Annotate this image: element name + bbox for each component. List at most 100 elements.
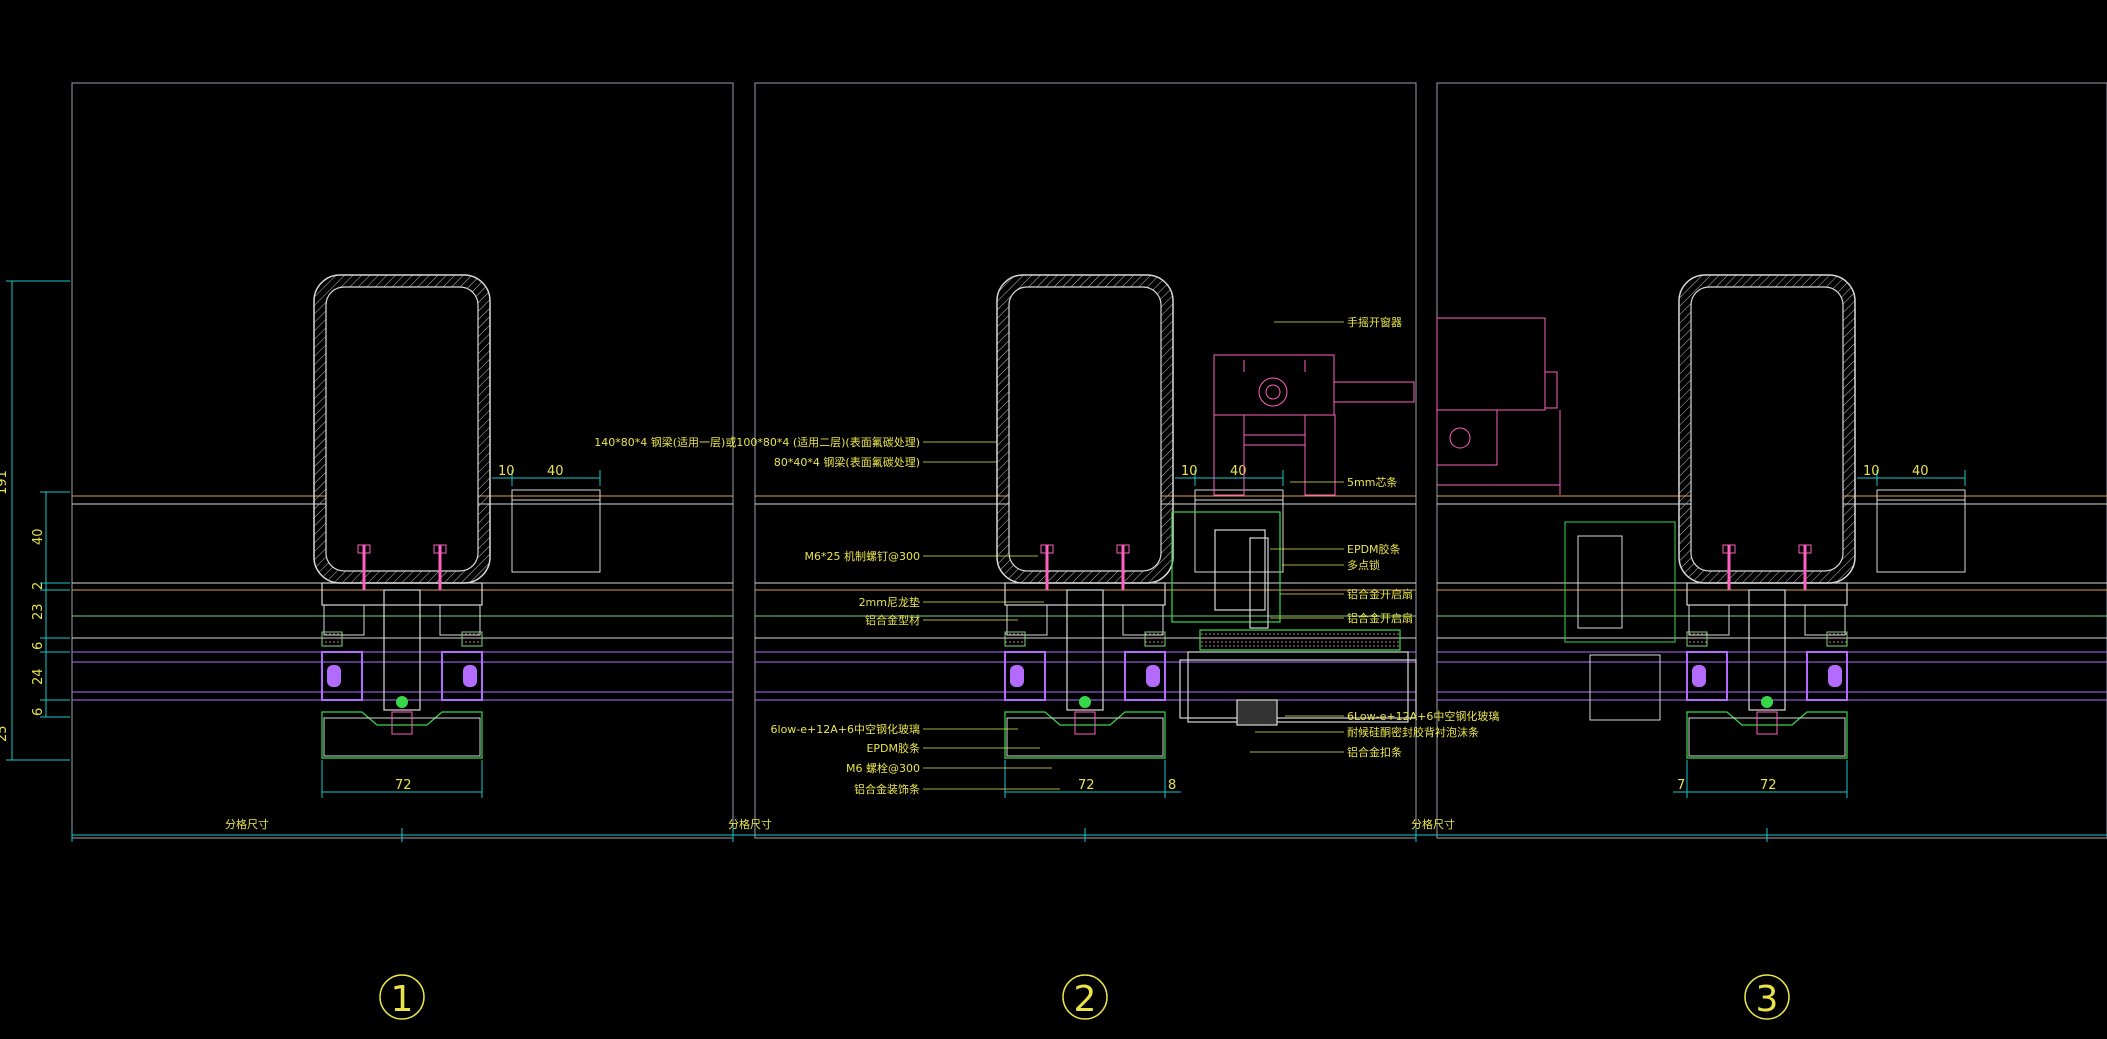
cover-cap bbox=[321, 711, 483, 759]
label-right: 手摇开窗器 bbox=[1347, 315, 1402, 329]
left-dimension-chain bbox=[6, 280, 70, 761]
alu-base bbox=[1686, 582, 1848, 606]
alu-right-hook bbox=[1122, 604, 1164, 636]
dim-25: 25 bbox=[0, 725, 10, 742]
dim-23: 23 bbox=[31, 603, 46, 620]
steel-tube-inner bbox=[325, 286, 479, 572]
alu-right-hook bbox=[439, 604, 481, 636]
detail-numbers: 1 2 3 bbox=[379, 974, 1790, 1020]
alu-left-hook bbox=[323, 604, 365, 636]
bottom-dim-72: 72 bbox=[1760, 778, 1777, 793]
bottom-dim-8: 8 bbox=[1168, 778, 1176, 793]
grid-label-1: 分格尺寸 bbox=[225, 817, 269, 831]
dim-24: 24 bbox=[31, 668, 46, 685]
gasket-right bbox=[1806, 651, 1848, 701]
dim-2: 2 bbox=[31, 582, 46, 590]
detail-2-left-labels: 140*80*4 钢梁(适用一层)或100*80*4 (适用二层)(表面氟碳处理… bbox=[594, 435, 1060, 796]
setting-block bbox=[1004, 631, 1026, 647]
alu-base bbox=[1004, 582, 1166, 606]
setting-block bbox=[321, 631, 343, 647]
decor-strip bbox=[1006, 717, 1164, 757]
gasket-d bbox=[327, 665, 341, 687]
green-washer bbox=[1079, 696, 1091, 708]
dim-6b: 6 bbox=[31, 708, 46, 716]
label-left: EPDM胶条 bbox=[866, 741, 920, 755]
gasket-d bbox=[1010, 665, 1024, 687]
top-dim-40: 40 bbox=[1230, 464, 1247, 479]
alu-right-hook bbox=[1804, 604, 1846, 636]
gasket-c bbox=[1828, 665, 1842, 687]
nut bbox=[1756, 711, 1778, 735]
cover-cap bbox=[1686, 711, 1848, 759]
detail-number-1: 1 bbox=[391, 979, 414, 1020]
gasket-right bbox=[441, 651, 483, 701]
bottom-dim-7: 7 bbox=[1677, 778, 1685, 793]
top-dim-40: 40 bbox=[1912, 464, 1929, 479]
detail-3: 10 40 72 7 bbox=[1437, 274, 2107, 798]
label-right: EPDM胶条 bbox=[1347, 542, 1401, 556]
detail-number-3: 3 bbox=[1756, 979, 1779, 1020]
alu-base bbox=[321, 582, 483, 606]
steel-tube-inner bbox=[1690, 286, 1844, 572]
gasket-left bbox=[1686, 651, 1728, 701]
gasket-d bbox=[1692, 665, 1706, 687]
label-right: 耐候硅酮密封胶背衬泡沫条 bbox=[1347, 725, 1479, 739]
alu-stem bbox=[383, 589, 421, 711]
nut bbox=[1074, 711, 1096, 735]
window-opener bbox=[1213, 354, 1415, 496]
dim-40: 40 bbox=[31, 528, 46, 545]
top-dim-10: 10 bbox=[1181, 464, 1198, 479]
dim-191: 191 bbox=[0, 470, 10, 495]
alu-stem bbox=[1066, 589, 1104, 711]
bottom-dim-72: 72 bbox=[395, 778, 412, 793]
steel-angle bbox=[511, 489, 601, 573]
label-left: M6*25 机制螺钉@300 bbox=[805, 549, 920, 563]
label-left: 140*80*4 钢梁(适用一层)或100*80*4 (适用二层)(表面氟碳处理… bbox=[594, 435, 920, 449]
green-washer bbox=[1761, 696, 1773, 708]
top-dim-10: 10 bbox=[498, 464, 515, 479]
green-washer bbox=[396, 696, 408, 708]
bolt-head bbox=[1116, 544, 1130, 554]
label-right: 铝合金开启扇 bbox=[1347, 587, 1413, 601]
label-right: 多点锁 bbox=[1347, 558, 1380, 572]
grid-dimension-line bbox=[71, 828, 2107, 842]
left-dimension-texts: 191 40 2 23 6 24 6 25 bbox=[0, 470, 46, 742]
alu-left-hook bbox=[1688, 604, 1730, 636]
setting-block bbox=[461, 631, 483, 647]
bolt-head bbox=[1798, 544, 1812, 554]
bolt-head bbox=[1722, 544, 1736, 554]
cover-cap bbox=[1004, 711, 1166, 759]
grid-label-3: 分格尺寸 bbox=[1411, 817, 1455, 831]
label-right: 5mm芯条 bbox=[1347, 475, 1397, 489]
decor-strip bbox=[1688, 717, 1846, 757]
gasket-left bbox=[321, 651, 363, 701]
decor-strip bbox=[323, 717, 481, 757]
steel-angle bbox=[1876, 489, 1966, 573]
alu-stem bbox=[1748, 589, 1786, 711]
steel-tube-inner bbox=[1008, 286, 1162, 572]
gasket-c bbox=[1146, 665, 1160, 687]
bolt-head bbox=[433, 544, 447, 554]
gasket-c bbox=[463, 665, 477, 687]
grid-labels: 分格尺寸 分格尺寸 分格尺寸 bbox=[225, 817, 1455, 831]
steel-angle bbox=[1194, 489, 1284, 573]
setting-block bbox=[1144, 631, 1166, 647]
dim-6: 6 bbox=[31, 642, 46, 650]
label-right: 铝合金开启扇 bbox=[1347, 611, 1413, 625]
label-left: 铝合金装饰条 bbox=[854, 782, 920, 796]
gasket-left bbox=[1004, 651, 1046, 701]
label-left: 铝合金型材 bbox=[865, 613, 920, 627]
label-left: 2mm尼龙垫 bbox=[859, 595, 920, 609]
label-left: M6 螺栓@300 bbox=[846, 761, 920, 775]
bolt-head bbox=[1040, 544, 1054, 554]
detail-number-2: 2 bbox=[1074, 979, 1097, 1020]
setting-block bbox=[1686, 631, 1708, 647]
top-dim-10: 10 bbox=[1863, 464, 1880, 479]
grid-label-2: 分格尺寸 bbox=[728, 817, 772, 831]
label-right: 铝合金扣条 bbox=[1347, 745, 1402, 759]
nut bbox=[391, 711, 413, 735]
bolt-head bbox=[357, 544, 371, 554]
opening-sash bbox=[1171, 511, 1417, 726]
